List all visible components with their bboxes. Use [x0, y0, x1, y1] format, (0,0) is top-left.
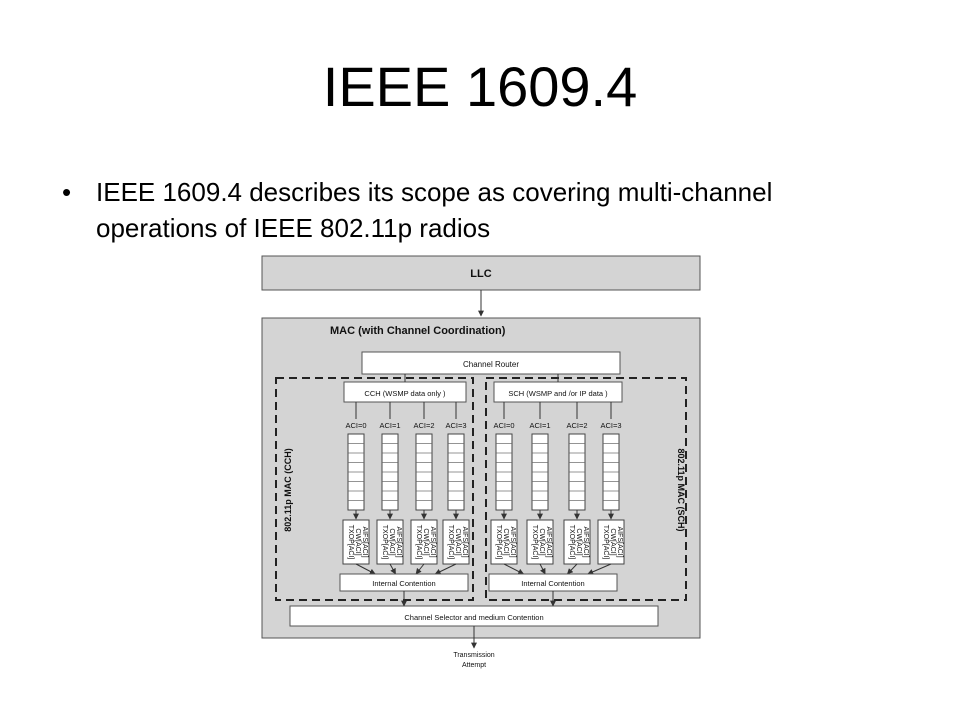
bullet-dot-icon: • [62, 177, 72, 207]
sch-param-text: TXOP[ACI] [602, 525, 609, 560]
channel-selector-label: Channel Selector and medium Contention [404, 613, 543, 622]
sch-param-text: AIFS[ACI] [545, 526, 552, 557]
sch-side-label: 802.11p MAC (SCH) [676, 448, 686, 531]
mac-architecture-diagram: LLC MAC (with Channel Coordination) Chan… [261, 255, 701, 669]
transmission-label: Transmission [453, 652, 494, 659]
cch-param-text: TXOP[ACI] [347, 525, 354, 560]
cch-aci-label: ACI=3 [445, 421, 466, 430]
bullet-text: IEEE 1609.4 describes its scope as cover… [96, 177, 773, 243]
mac-label: MAC (with Channel Coordination) [330, 325, 506, 337]
channel-router-box [361, 351, 621, 375]
cch-param-text: AIFS[ACI] [461, 526, 468, 557]
sch-param-text: AIFS[ACI] [509, 526, 516, 557]
cch-param-text: AIFS[ACI] [429, 526, 436, 557]
cch-aci-label: ACI=1 [379, 421, 400, 430]
cch-param-arrow [355, 563, 376, 575]
cch-data-label: CCH (WSMP data only ) [364, 389, 446, 398]
cch-param-box [410, 519, 438, 565]
slide-title: IEEE 1609.4 [322, 55, 638, 118]
cch-param-text: CW[ACI] [454, 528, 461, 555]
sch-param-text: AIFS[ACI] [582, 526, 589, 557]
sch-param-text: AIFS[ACI] [616, 526, 623, 557]
sch-param-arrow [539, 563, 546, 575]
sch-param-box [597, 519, 625, 565]
sch-param-text: TXOP[ACI] [568, 525, 575, 560]
cch-aci-label: ACI=0 [345, 421, 366, 430]
cch-param-text: CW[ACI] [422, 528, 429, 555]
sch-param-arrow [587, 563, 612, 575]
cch-param-arrow [415, 563, 425, 575]
sch-param-text: TXOP[ACI] [531, 525, 538, 560]
channel-router-label: Channel Router [463, 360, 519, 369]
sch-aci-label: ACI=2 [566, 421, 587, 430]
sch-data-label: SCH (WSMP and /or IP data ) [508, 389, 608, 398]
cch-param-arrow [389, 563, 397, 575]
transmission-attempt-label: Attempt [462, 662, 486, 669]
cch-param-text: AIFS[ACI] [395, 526, 402, 557]
sch-param-arrow [503, 563, 525, 575]
cch-side-label: 802.11p MAC (CCH) [283, 448, 293, 532]
cch-param-arrow [434, 563, 457, 575]
sch-param-text: CW[ACI] [609, 528, 616, 555]
cch-param-text: CW[ACI] [388, 528, 395, 555]
llc-box [261, 255, 701, 291]
sch-internal-contention-label: Internal Contention [521, 579, 584, 588]
cch-param-text: AIFS[ACI] [361, 526, 368, 557]
cch-param-text: CW[ACI] [354, 528, 361, 555]
cch-aci-label: ACI=2 [413, 421, 434, 430]
sch-mac-group [485, 377, 687, 601]
cch-param-text: TXOP[ACI] [381, 525, 388, 560]
sch-param-text: CW[ACI] [502, 528, 509, 555]
cch-mac-group [275, 377, 474, 601]
sch-aci-label: ACI=3 [600, 421, 621, 430]
cch-internal-contention-label: Internal Contention [372, 579, 435, 588]
sch-aci-label: ACI=0 [493, 421, 514, 430]
sch-param-text: CW[ACI] [575, 528, 582, 555]
llc-label: LLC [470, 268, 491, 280]
sch-param-text: CW[ACI] [538, 528, 545, 555]
cch-param-text: TXOP[ACI] [415, 525, 422, 560]
sch-aci-label: ACI=1 [529, 421, 550, 430]
sch-param-arrow [566, 563, 578, 575]
cch-param-text: TXOP[ACI] [447, 525, 454, 560]
queue-columns: ACI=0AIFS[ACI]CW[ACI]TXOP[ACI]ACI=1AIFS[… [342, 402, 625, 575]
sch-param-text: TXOP[ACI] [495, 525, 502, 560]
